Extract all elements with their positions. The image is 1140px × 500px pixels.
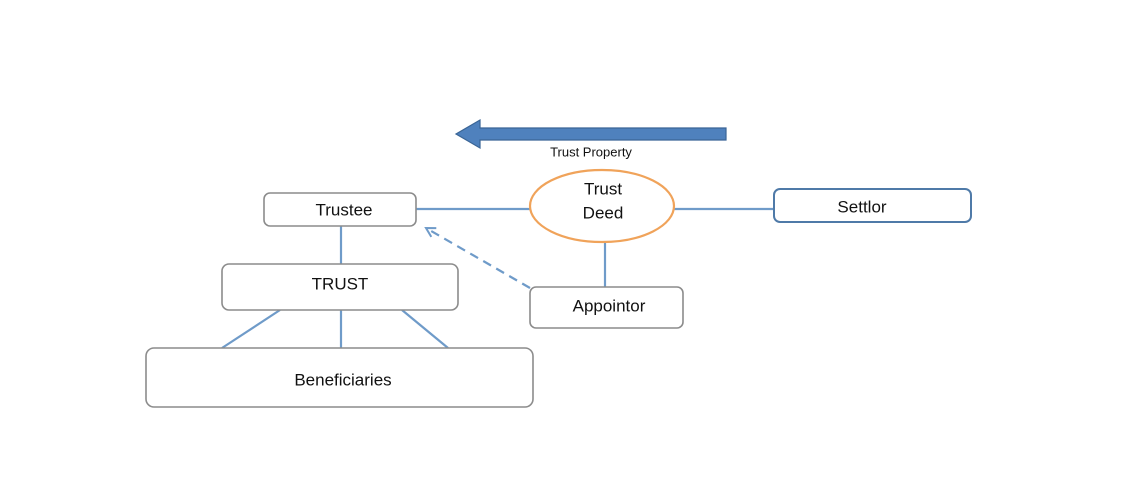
- settlor-label: Settlor: [837, 197, 886, 216]
- trust-property-label: Trust Property: [550, 144, 632, 159]
- appointor-node: Appointor: [529, 286, 684, 329]
- beneficiaries-node: Beneficiaries: [145, 347, 534, 408]
- connector-appointor-trustee-dashed: [426, 228, 531, 289]
- trustee-label: Trustee: [315, 200, 372, 219]
- trust-label: TRUST: [312, 274, 369, 293]
- trust-deed-label-line1: Trust: [584, 179, 622, 198]
- connector-trust-beneficiaries-left: [221, 309, 281, 349]
- beneficiaries-label: Beneficiaries: [294, 370, 391, 389]
- connector-trust-beneficiaries-right: [401, 309, 449, 349]
- settlor-node: Settlor: [773, 188, 972, 223]
- left-arrow-icon: [454, 118, 727, 150]
- appointor-label: Appointor: [573, 296, 646, 315]
- trust-deed-node: Trust Deed: [528, 168, 676, 244]
- trust-deed-label-line2: Deed: [583, 203, 624, 222]
- trust-property-flow-arrow: [454, 118, 727, 150]
- trust-node: TRUST: [221, 263, 459, 311]
- trustee-node: Trustee: [263, 192, 417, 227]
